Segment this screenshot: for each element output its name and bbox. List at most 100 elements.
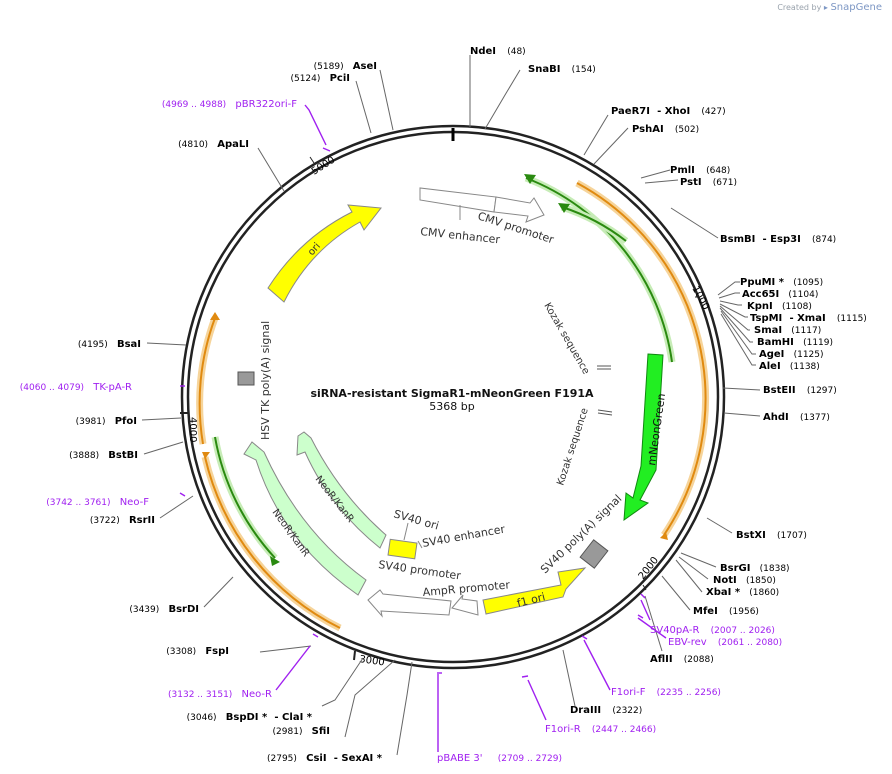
enzyme-mfei-pos: (1956)	[729, 607, 759, 617]
primer-tk-pa-r-range: (4060 .. 4079)	[20, 383, 84, 393]
svg-text:(5189) AseI: (5189) AseI	[314, 61, 377, 72]
primer-f1ori-r: F1ori-R	[545, 724, 581, 735]
enzyme-snabi: SnaBI	[528, 64, 560, 75]
svg-text:AhdI (1377): AhdI (1377)	[763, 412, 830, 423]
enzyme-csii-pos: (2795)	[267, 754, 297, 764]
tick-label-3000: 3000	[359, 654, 386, 668]
feature-cmv-promoter	[493, 196, 545, 223]
svg-text:(4810) ApaLI: (4810) ApaLI	[178, 139, 249, 150]
svg-text:F1ori-R (2447 .. 2466): F1ori-R (2447 .. 2466)	[545, 724, 656, 735]
svg-text:(2795) CsiI - SexAI *: (2795) CsiI - SexAI *	[267, 753, 383, 764]
svg-text:XbaI * (1860): XbaI * (1860)	[706, 587, 779, 598]
label-sv40-promoter: SV40 promoter	[378, 558, 463, 582]
orange-band-right	[576, 182, 707, 536]
primer-sv40pa-r: SV40pA-R	[650, 625, 699, 636]
primer-ebv-rev-range: (2061 .. 2080)	[718, 638, 782, 648]
orange-band-upper-left	[198, 317, 216, 445]
enzyme-bsteii-pos: (1297)	[807, 386, 837, 396]
svg-text:(3132 .. 3151) Neo-R: (3132 .. 3151) Neo-R	[168, 689, 272, 700]
svg-text:PaeR7I - XhoI (427): PaeR7I - XhoI (427)	[611, 106, 726, 117]
enzyme-draiii-pos: (2322)	[612, 706, 642, 716]
enzyme-tspmi: TspMI	[750, 313, 782, 324]
enzyme-xbai: XbaI *	[706, 587, 741, 598]
enzyme-aflii: AflII	[650, 654, 673, 665]
svg-text:(3722) RsrII: (3722) RsrII	[90, 515, 155, 526]
enzyme-leaders	[141, 55, 761, 756]
enzyme-ahdi: AhdI	[763, 412, 789, 423]
svg-text:BstEII (1297): BstEII (1297)	[763, 385, 837, 396]
feature-sv40-ori	[387, 538, 418, 560]
enzyme-labels-left: (2981) SfiI (2795) CsiI - SexAI * (3046)…	[69, 61, 383, 764]
green-band-outer-glow	[524, 174, 676, 363]
snapgene-logo-icon: ▸	[823, 3, 828, 12]
feature-connector	[417, 540, 423, 549]
enzyme-bsrdi: BsrDI	[168, 604, 199, 615]
enzyme-bamhi: BamHI	[757, 337, 794, 348]
svg-text:BamHI (1119): BamHI (1119)	[757, 337, 833, 348]
snapgene-credit: Created by ▸ SnapGene	[777, 2, 882, 13]
enzyme-bsai: BsaI	[117, 339, 141, 350]
primer-pbabe-3: pBABE 3'	[437, 753, 483, 764]
orange-band-left	[204, 456, 341, 629]
enzyme-apali: ApaLI	[217, 139, 249, 150]
primer-f1ori-r-range: (2447 .. 2466)	[592, 725, 656, 735]
plasmid-length: 5368 bp	[429, 400, 474, 413]
enzyme-bsrgi: BsrGI	[720, 563, 750, 574]
primer-neo-f: Neo-F	[120, 497, 150, 508]
svg-text:pBABE 3' (2709 .. 2729): pBABE 3' (2709 .. 2729)	[437, 753, 562, 764]
primer-ebv-rev: EBV-rev	[668, 637, 707, 648]
enzyme-psti-pos: (671)	[713, 178, 737, 188]
feature-ori	[267, 204, 382, 303]
enzyme-bspdi-pos: (3046)	[187, 713, 217, 723]
enzyme-noti: NotI	[713, 575, 737, 586]
arrowhead	[210, 312, 220, 320]
enzyme-fspi-pos: (3308)	[166, 647, 196, 657]
enzyme-bstbi: BstBI	[108, 450, 138, 461]
enzyme-pcii: PciI	[330, 73, 350, 84]
enzyme-sexai: - SexAI *	[334, 753, 383, 764]
primer-pbr322ori-f-range: (4969 .. 4988)	[162, 100, 226, 110]
svg-text:F1ori-F (2235 .. 2256): F1ori-F (2235 .. 2256)	[611, 687, 721, 698]
feature-cmv-enhancer	[419, 187, 497, 213]
svg-text:MfeI (1956): MfeI (1956)	[693, 606, 759, 617]
svg-text:SV40pA-R (2007 .. 2026): SV40pA-R (2007 .. 2026)	[650, 625, 775, 636]
enzyme-xbai-pos: (1860)	[749, 588, 779, 598]
green-band-inner	[561, 206, 627, 242]
enzyme-labels: NdeI (48) SnaBI (154) PaeR7I - XhoI (427…	[470, 46, 867, 716]
green-band-left	[214, 436, 276, 559]
svg-text:(3046) BspDI * - ClaI *: (3046) BspDI * - ClaI *	[187, 712, 313, 723]
enzyme-pmli-pos: (648)	[706, 166, 730, 176]
enzyme-ndei-pos: (48)	[507, 47, 525, 57]
enzyme-smai-pos: (1117)	[791, 326, 821, 336]
enzyme-acc65i-pos: (1104)	[788, 290, 818, 300]
enzyme-asei: AseI	[353, 61, 377, 72]
kozak-mark	[597, 409, 613, 413]
primer-labels: (4969 .. 4988) pBR322ori-F (4060 .. 4079…	[20, 99, 782, 764]
enzyme-pfoi: PfoI	[115, 416, 137, 427]
backbone-outer-ring	[180, 124, 726, 670]
svg-text:BsmBI - Esp3I (874): BsmBI - Esp3I (874)	[720, 234, 836, 245]
enzyme-sfii-pos: (2981)	[273, 727, 303, 737]
svg-text:(5124) PciI: (5124) PciI	[290, 73, 350, 84]
enzyme-paer7i: PaeR7I	[611, 106, 650, 117]
arrowhead	[202, 452, 210, 459]
enzyme-snabi-pos: (154)	[572, 65, 596, 75]
svg-text:NdeI (48): NdeI (48)	[470, 46, 526, 57]
enzyme-bstxi-pos: (1707)	[777, 531, 807, 541]
enzyme-bstbi-pos: (3888)	[69, 451, 99, 461]
primer-tk-pa-r: TK-pA-R	[92, 382, 132, 393]
svg-text:BsrGI (1838): BsrGI (1838)	[720, 563, 790, 574]
enzyme-bsmbi: BsmBI	[720, 234, 755, 245]
primer-marks	[179, 104, 667, 752]
label-kozak-1: Kozak sequence	[541, 301, 591, 376]
svg-text:SnaBI (154): SnaBI (154)	[528, 64, 596, 75]
arrowhead	[558, 203, 570, 213]
label-hsv-tk-polya: HSV TK poly(A) signal	[259, 321, 272, 440]
primer-neo-f-range: (3742 .. 3761)	[46, 498, 110, 508]
svg-text:PpuMI * (1095): PpuMI * (1095)	[740, 277, 823, 288]
svg-text:NotI (1850): NotI (1850)	[713, 575, 776, 586]
primer-f1ori-f: F1ori-F	[611, 687, 646, 698]
feature-sv40-promoter	[367, 589, 452, 618]
enzyme-bsrdi-pos: (3439)	[129, 605, 159, 615]
